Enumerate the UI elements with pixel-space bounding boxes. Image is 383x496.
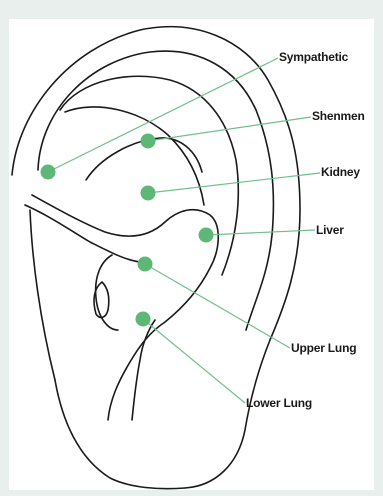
antihelix-upper bbox=[60, 76, 238, 275]
antitragus bbox=[132, 320, 155, 420]
cheek-line bbox=[30, 210, 55, 380]
leader-kidney bbox=[148, 173, 320, 193]
label-shenmen: Shenmen bbox=[312, 109, 365, 123]
ear-outer-outline bbox=[12, 27, 300, 488]
point-liver bbox=[199, 228, 214, 243]
label-liver: Liver bbox=[316, 223, 344, 237]
leader-sympathetic bbox=[48, 58, 278, 172]
ear-lobe bbox=[55, 380, 185, 489]
label-lower-lung: Lower Lung bbox=[246, 396, 312, 410]
point-kidney bbox=[141, 186, 156, 201]
crus-of-helix bbox=[25, 205, 140, 262]
leader-lower-lung bbox=[143, 319, 245, 403]
label-upper-lung: Upper Lung bbox=[291, 341, 356, 355]
concha-inner bbox=[96, 255, 118, 330]
leader-upper-lung bbox=[145, 264, 290, 348]
label-kidney: Kidney bbox=[321, 165, 360, 179]
point-lower-lung bbox=[136, 312, 151, 327]
concha-outline bbox=[32, 195, 218, 420]
point-shenmen bbox=[141, 134, 156, 149]
label-sympathetic: Sympathetic bbox=[279, 50, 349, 64]
point-sympathetic bbox=[41, 165, 56, 180]
antihelix-lower bbox=[65, 107, 204, 205]
point-upper-lung bbox=[138, 257, 153, 272]
